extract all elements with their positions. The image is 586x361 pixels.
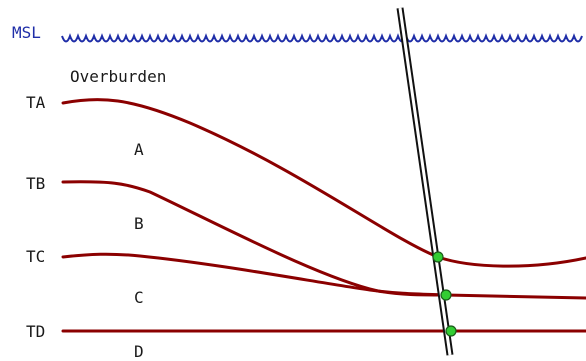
horizon-ta	[61, 98, 586, 268]
msl-label: MSL	[12, 23, 41, 42]
top-label-tb: TB	[26, 174, 45, 193]
horizon-tc	[61, 252, 586, 300]
overburden-label: Overburden	[70, 67, 166, 86]
sea-surface-wave	[61, 33, 583, 43]
well-bore	[396, 7, 454, 356]
top-label-td: TD	[26, 322, 45, 341]
zone-label-c: C	[134, 288, 144, 307]
top-label-ta: TA	[26, 93, 46, 112]
zone-label-d: D	[134, 342, 144, 361]
well-marker-td	[445, 325, 457, 337]
horizon-tb	[61, 180, 448, 297]
well-marker-tb	[440, 289, 452, 301]
top-label-tc: TC	[26, 247, 45, 266]
well-marker-tc	[432, 251, 444, 263]
zone-label-a: A	[134, 140, 144, 159]
zone-label-b: B	[134, 214, 144, 233]
